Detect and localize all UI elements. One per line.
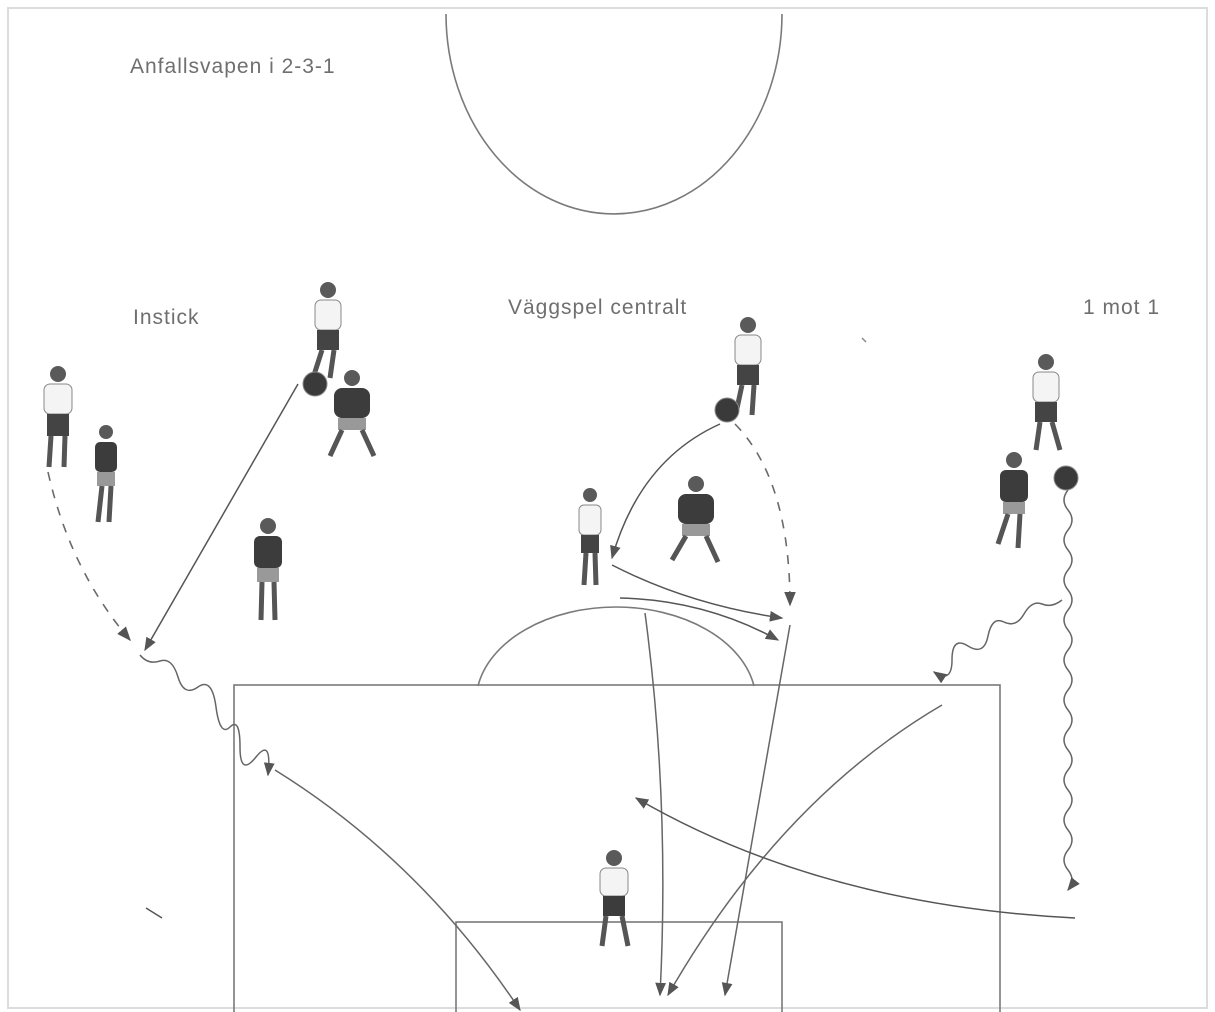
attacker-player-instick-top	[314, 282, 341, 378]
penalty-arc	[478, 607, 754, 686]
defender-player-instick-2	[330, 370, 374, 456]
goal-area	[456, 922, 782, 1012]
pass-arrow-wall-2	[612, 565, 782, 618]
shot-arrow-wall-1	[725, 625, 790, 995]
defender-player-1mot1	[998, 452, 1028, 548]
diagram-title: Anfallsvapen i 2-3-1	[130, 55, 336, 78]
dribble-path-1mot1-b	[934, 600, 1062, 676]
ball-wall	[715, 398, 739, 422]
pass-arrow-wall-1	[612, 424, 720, 558]
center-circle	[446, 14, 782, 214]
defender-player-instick-3	[254, 518, 282, 620]
section-label-1mot1: 1 mot 1	[1083, 296, 1160, 319]
attacker-player-instick-left	[44, 366, 72, 467]
dribble-path-instick	[140, 655, 269, 775]
stray-mark-1	[146, 908, 162, 918]
attacker-player-wall-top	[735, 317, 761, 415]
ball-instick	[303, 372, 327, 396]
attacker-player-1mot1	[1033, 354, 1060, 450]
defender-player-instick-1	[95, 425, 117, 522]
section-label-instick: Instick	[133, 306, 200, 329]
run-path-wall-2	[620, 598, 778, 640]
pass-arrow-1mot1-back	[636, 798, 1075, 918]
goalkeeper	[600, 850, 628, 946]
run-path-instick	[48, 472, 130, 640]
ball-1mot1	[1054, 466, 1078, 490]
defender-player-wall	[672, 476, 718, 562]
shot-arrow-1mot1-1	[668, 705, 942, 995]
section-label-vaggspel: Väggspel centralt	[508, 296, 687, 319]
run-path-wall	[735, 424, 790, 605]
attacker-player-wall-left	[579, 488, 601, 585]
shot-arrow-instick	[275, 770, 520, 1010]
dribble-path-1mot1	[1064, 490, 1072, 890]
stray-mark-2	[862, 338, 866, 342]
penalty-area	[234, 685, 1000, 1012]
